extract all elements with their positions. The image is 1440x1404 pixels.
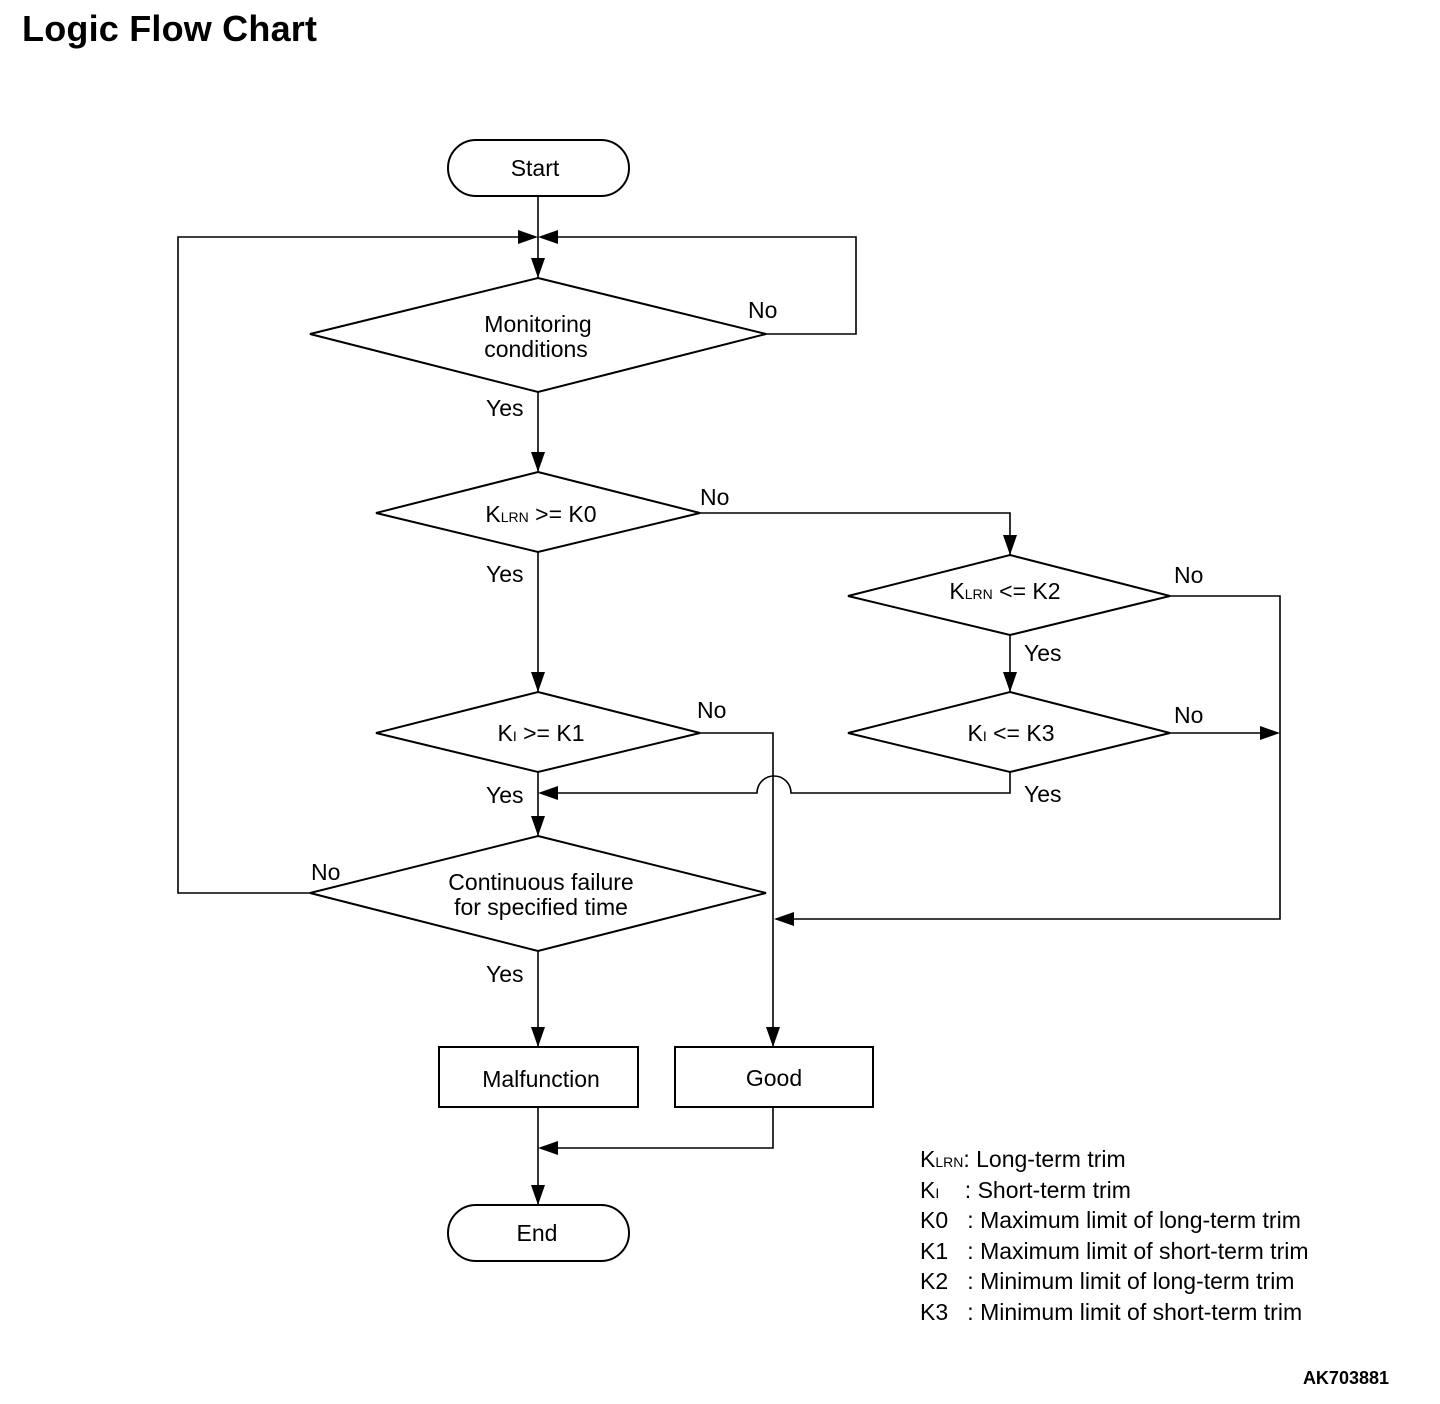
end-node: End bbox=[447, 1204, 630, 1262]
arrow-into-malfunction bbox=[531, 1027, 545, 1047]
arrow-into-continuous bbox=[531, 816, 545, 836]
end-label: End bbox=[517, 1220, 558, 1246]
monitoring-label-line2: conditions bbox=[484, 336, 588, 362]
k0-no-label: No bbox=[700, 484, 729, 510]
ki-ge-k1-label: KI >= K1 bbox=[497, 720, 584, 746]
arrow-into-good bbox=[766, 1027, 780, 1047]
k1-yes-label: Yes bbox=[486, 782, 524, 808]
start-node: Start bbox=[447, 139, 630, 197]
k0-yes-label: Yes bbox=[486, 561, 524, 587]
k3-yes-label: Yes bbox=[1024, 781, 1062, 807]
legend-item-k2: K2 : Minimum limit of long-term trim bbox=[920, 1268, 1294, 1294]
connector-monitoring-no-loop bbox=[556, 236, 857, 335]
k2-no-label: No bbox=[1174, 562, 1203, 588]
figure-id: AK703881 bbox=[1302, 1368, 1389, 1388]
arrow-into-k1 bbox=[531, 672, 545, 692]
good-node: Good bbox=[674, 1046, 874, 1108]
decision-klrn-le-k2: KLRN <= K2 bbox=[847, 553, 1171, 637]
continuous-label-line2: for specified time bbox=[454, 894, 628, 920]
connectors bbox=[177, 196, 1281, 1205]
legend-item-ki: KI : Short-term trim bbox=[920, 1177, 1131, 1203]
arrow-good-merge bbox=[538, 1141, 558, 1155]
continuous-no-label: No bbox=[311, 859, 340, 885]
k3-no-label: No bbox=[1174, 702, 1203, 728]
k2-yes-label: Yes bbox=[1024, 640, 1062, 666]
malfunction-label: Malfunction bbox=[482, 1066, 600, 1092]
connector-continuous-no-loop bbox=[177, 236, 520, 894]
arrow-into-k0 bbox=[531, 452, 545, 472]
decision-ki-le-k3: KI <= K3 bbox=[847, 690, 1171, 774]
arrow-k3-yes-merge bbox=[538, 786, 558, 800]
monitoring-no-label: No bbox=[748, 297, 777, 323]
monitoring-label-line1: Monitoring bbox=[484, 311, 591, 337]
branch-labels: No Yes No Yes No Yes No No Yes Yes No Ye… bbox=[311, 297, 1203, 987]
k1-no-label: No bbox=[697, 697, 726, 723]
arrow-into-k2 bbox=[1003, 535, 1017, 555]
connector-k3-yes bbox=[556, 772, 1011, 794]
page-title: Logic Flow Chart bbox=[22, 8, 318, 49]
klrn-ge-k0-label: KLRN >= K0 bbox=[485, 501, 596, 527]
legend-item-k1: K1 : Maximum limit of short-term trim bbox=[920, 1238, 1309, 1264]
malfunction-node: Malfunction bbox=[438, 1046, 639, 1108]
monitoring-yes-label: Yes bbox=[486, 395, 524, 421]
continuous-yes-label: Yes bbox=[486, 961, 524, 987]
legend-item-k0: K0 : Maximum limit of long-term trim bbox=[920, 1207, 1301, 1233]
arrow-into-end bbox=[531, 1185, 545, 1205]
klrn-le-k2-label: KLRN <= K2 bbox=[949, 578, 1060, 604]
arrow-k3-no bbox=[1260, 726, 1280, 740]
legend-item-klrn: KLRN: Long-term trim bbox=[920, 1146, 1126, 1172]
decision-continuous-failure: Continuous failure for specified time bbox=[309, 834, 767, 953]
arrowheads bbox=[518, 230, 1280, 1205]
arrow-right-loop-merge bbox=[538, 230, 558, 244]
ki-le-k3-label: KI <= K3 bbox=[967, 720, 1054, 746]
connector-k2-no bbox=[776, 595, 1281, 920]
connector-good-end bbox=[556, 1107, 774, 1149]
start-label: Start bbox=[511, 155, 560, 181]
connector-k1-no bbox=[700, 732, 774, 1047]
continuous-label-line1: Continuous failure bbox=[448, 869, 633, 895]
connector-k0-no bbox=[700, 512, 1011, 555]
legend-item-k3: K3 : Minimum limit of short-term trim bbox=[920, 1299, 1302, 1325]
decision-monitoring-conditions: Monitoring conditions bbox=[309, 276, 767, 394]
decision-klrn-ge-k0: KLRN >= K0 bbox=[375, 470, 701, 554]
arrow-into-k3 bbox=[1003, 672, 1017, 692]
good-label: Good bbox=[746, 1065, 802, 1091]
arrow-left-loop-merge bbox=[518, 230, 538, 244]
legend: KLRN: Long-term trim KI : Short-term tri… bbox=[920, 1146, 1309, 1325]
arrow-k2-no-merge bbox=[774, 912, 794, 926]
arrow-into-monitoring bbox=[531, 258, 545, 278]
decision-ki-ge-k1: KI >= K1 bbox=[375, 690, 701, 774]
